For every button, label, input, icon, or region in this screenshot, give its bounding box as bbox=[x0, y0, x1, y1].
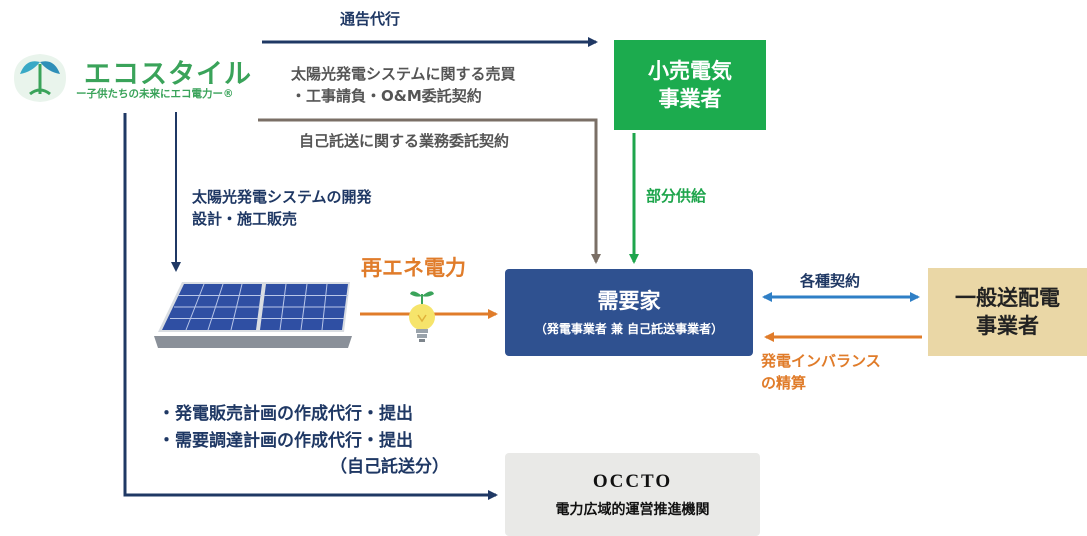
occto-box: OCCTO 電力広域的運営推進機関 bbox=[505, 453, 760, 536]
contracts-label: 各種契約 bbox=[800, 272, 861, 290]
retailer-line-2: 事業者 bbox=[658, 87, 722, 111]
logo-title: エコスタイル bbox=[84, 59, 252, 90]
renewable-label: 再エネ電力 bbox=[361, 256, 466, 280]
occto-arrow bbox=[123, 113, 498, 500]
self-wheeling-contract-arrow bbox=[258, 118, 601, 264]
consumer-subtitle: （発電事業者 兼 自己託送事業者） bbox=[534, 321, 724, 336]
logo-subtitle: ー子供たちの未来にエコ電力ー® bbox=[76, 88, 234, 100]
consumer-title: 需要家 bbox=[597, 289, 661, 314]
partial-supply-label: 部分供給 bbox=[646, 187, 707, 205]
plan-label-2: ・需要調達計画の作成代行・提出 bbox=[158, 431, 413, 451]
ecostyle-logo: エコスタイル ー子供たちの未来にエコ電力ー® bbox=[8, 48, 260, 108]
sale-contract-label-2: ・工事請負・O&M委託契約 bbox=[291, 87, 482, 105]
consumer-box: 需要家 （発電事業者 兼 自己託送事業者） bbox=[505, 269, 753, 356]
development-label-2: 設計・施工販売 bbox=[192, 210, 298, 228]
grid-line-2: 事業者 bbox=[976, 314, 1039, 338]
plan-label-1: ・発電販売計画の作成代行・提出 bbox=[158, 404, 413, 424]
imbalance-label-1: 発電インバランス bbox=[761, 352, 881, 370]
self-wheeling-contract-label: 自己託送に関する業務委託契約 bbox=[299, 132, 510, 150]
occto-title: OCCTO bbox=[592, 470, 673, 492]
lightbulb-sprout-icon bbox=[409, 291, 435, 342]
imbalance-label-2: の精算 bbox=[761, 374, 807, 392]
sale-contract-label-1: 太陽光発電システムに関する売買 bbox=[291, 65, 516, 83]
retailer-line-1: 小売電気 bbox=[648, 58, 732, 83]
notify-label: 通告代行 bbox=[340, 10, 401, 28]
development-label-1: 太陽光発電システムの開発 bbox=[192, 188, 372, 206]
retailer-box: 小売電気 事業者 bbox=[614, 40, 766, 130]
leaf-house-icon bbox=[14, 54, 66, 102]
occto-subtitle: 電力広域的運営推進機関 bbox=[555, 501, 710, 518]
grid-operator-box: 一般送配電 事業者 bbox=[928, 268, 1087, 356]
plan-label-3: （自己託送分） bbox=[330, 457, 449, 477]
solar-panel-icon bbox=[154, 282, 352, 348]
grid-line-1: 一般送配電 bbox=[955, 285, 1060, 310]
